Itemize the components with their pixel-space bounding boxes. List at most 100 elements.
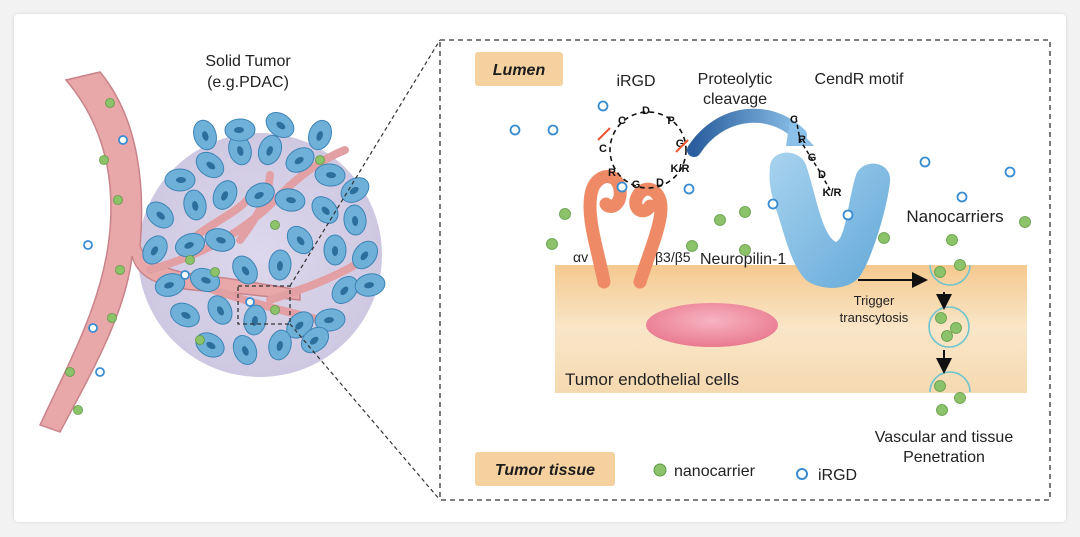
nanocarrier-dot: [936, 404, 948, 416]
irgd-dot: [1004, 166, 1016, 178]
irgd-residue: G: [632, 179, 641, 191]
legend-nanocarrier-icon: [653, 463, 667, 477]
nanocarrier-dot: [934, 380, 946, 392]
cleavage-arrowhead: [786, 120, 814, 146]
irgd-residue: D: [642, 105, 650, 117]
tumor-cell: [154, 273, 186, 297]
cendr-residue: G: [808, 152, 817, 164]
vessel-particles: [65, 98, 325, 415]
nanocarrier-dot: [559, 208, 571, 220]
cendr-chain: [795, 117, 831, 191]
endothelial-nucleus: [646, 303, 778, 347]
tumor-cell: [311, 196, 339, 224]
nanocarrier-dot: [954, 392, 966, 404]
tumor-cell: [174, 232, 206, 258]
tumor-cell: [232, 335, 258, 365]
tumor-cell: [268, 249, 292, 281]
tumor-cell: [300, 326, 330, 354]
vesicle-1: [929, 264, 971, 286]
nanocarrier-dot: [739, 206, 751, 218]
irgd-dot: [547, 124, 559, 136]
trigger-label-line2: transcytosis: [840, 310, 909, 325]
nanocarrier-dot: [946, 234, 958, 246]
nanocarrier-dot: [714, 214, 726, 226]
tumor-cell: [245, 182, 275, 208]
tumor-cell: [268, 329, 292, 361]
penetration-label-line2: Penetration: [903, 449, 985, 466]
zoom-line-bottom: [289, 323, 441, 501]
zoom-line-top: [289, 39, 441, 287]
zoom-particles: [509, 100, 1031, 416]
tumor-cell: [146, 201, 174, 229]
tumor-tissue-label-box: [475, 452, 615, 486]
integrin-receptor: [583, 170, 668, 289]
cleavage-label-line2: cleavage: [703, 91, 767, 108]
nanocarrier-dot: [270, 220, 280, 230]
neuropilin-label: Neuropilin-1: [700, 251, 786, 268]
irgd-dot: [245, 297, 255, 307]
tumor-tissue-label: Tumor tissue: [495, 462, 595, 479]
tumor-cell: [212, 180, 238, 210]
cendr-residue: R: [798, 134, 806, 146]
penetration-label-line1: Vascular and tissue: [875, 429, 1014, 446]
cendr-residue: D: [818, 169, 826, 181]
endothelial-label: Tumor endothelial cells: [565, 370, 739, 389]
nanocarrier-dot: [878, 232, 890, 244]
irgd-dot: [83, 240, 93, 250]
tumor-cell: [351, 240, 379, 270]
tumor-cell: [195, 151, 225, 179]
cendr-label: CendR motif: [815, 71, 904, 88]
tumor-cell: [285, 147, 315, 173]
nanocarrier-dot: [185, 255, 195, 265]
tumor-cells: [142, 112, 386, 365]
tumor-cell: [314, 308, 346, 332]
nanocarrier-dot: [73, 405, 83, 415]
irgd-dot: [180, 270, 190, 280]
legend-irgd-label: iRGD: [818, 467, 857, 484]
tumor-cell: [343, 204, 367, 236]
nanocarrier-dot: [270, 305, 280, 315]
legend: nanocarrier iRGD: [653, 463, 857, 484]
lumen-label: Lumen: [493, 62, 546, 79]
tumor-cell: [170, 302, 200, 328]
irgd-residue: C: [599, 143, 607, 155]
irgd-dot: [956, 191, 968, 203]
nanocarrier-dot: [546, 238, 558, 250]
irgd-dot: [95, 367, 105, 377]
nanocarrier-dot: [315, 155, 325, 165]
legend-irgd-icon: [796, 468, 808, 480]
beta-label: β3/β5: [655, 249, 691, 265]
tumor-cell: [314, 163, 346, 187]
blood-vessel: [38, 71, 301, 433]
tumor-cell: [340, 177, 370, 203]
tumor-cell: [207, 295, 233, 325]
tumor-cell: [354, 273, 386, 297]
alpha-v-label: αv: [573, 249, 588, 265]
irgd-residue: D: [656, 177, 664, 189]
nanocarrier-dot: [99, 155, 109, 165]
tumor-cell: [308, 119, 332, 151]
irgd-dot: [919, 156, 931, 168]
tumor-cell: [183, 189, 207, 221]
nanocarrier-dot: [934, 266, 946, 278]
nanocarrier-dot: [954, 259, 966, 271]
tumor-cell: [193, 119, 217, 151]
nanocarrier-dot: [105, 98, 115, 108]
irgd-residue: K/R: [671, 163, 690, 175]
irgd-residue: P: [667, 115, 674, 127]
nanocarrier-dot: [115, 265, 125, 275]
nanocarrier-dot: [195, 335, 205, 345]
nanocarrier-dot: [739, 244, 751, 256]
solid-tumor-title: Solid Tumor: [205, 53, 291, 70]
nanocarrier-dot: [107, 313, 117, 323]
tumor-cell: [274, 188, 306, 212]
irgd-dot: [88, 323, 98, 333]
trigger-label-line1: Trigger: [854, 293, 895, 308]
cendr-residue: C: [790, 114, 798, 126]
irgd-label: iRGD: [616, 73, 655, 90]
irgd-dot: [118, 135, 128, 145]
nanocarrier-dot: [65, 367, 75, 377]
irgd-residue: R: [608, 167, 616, 179]
